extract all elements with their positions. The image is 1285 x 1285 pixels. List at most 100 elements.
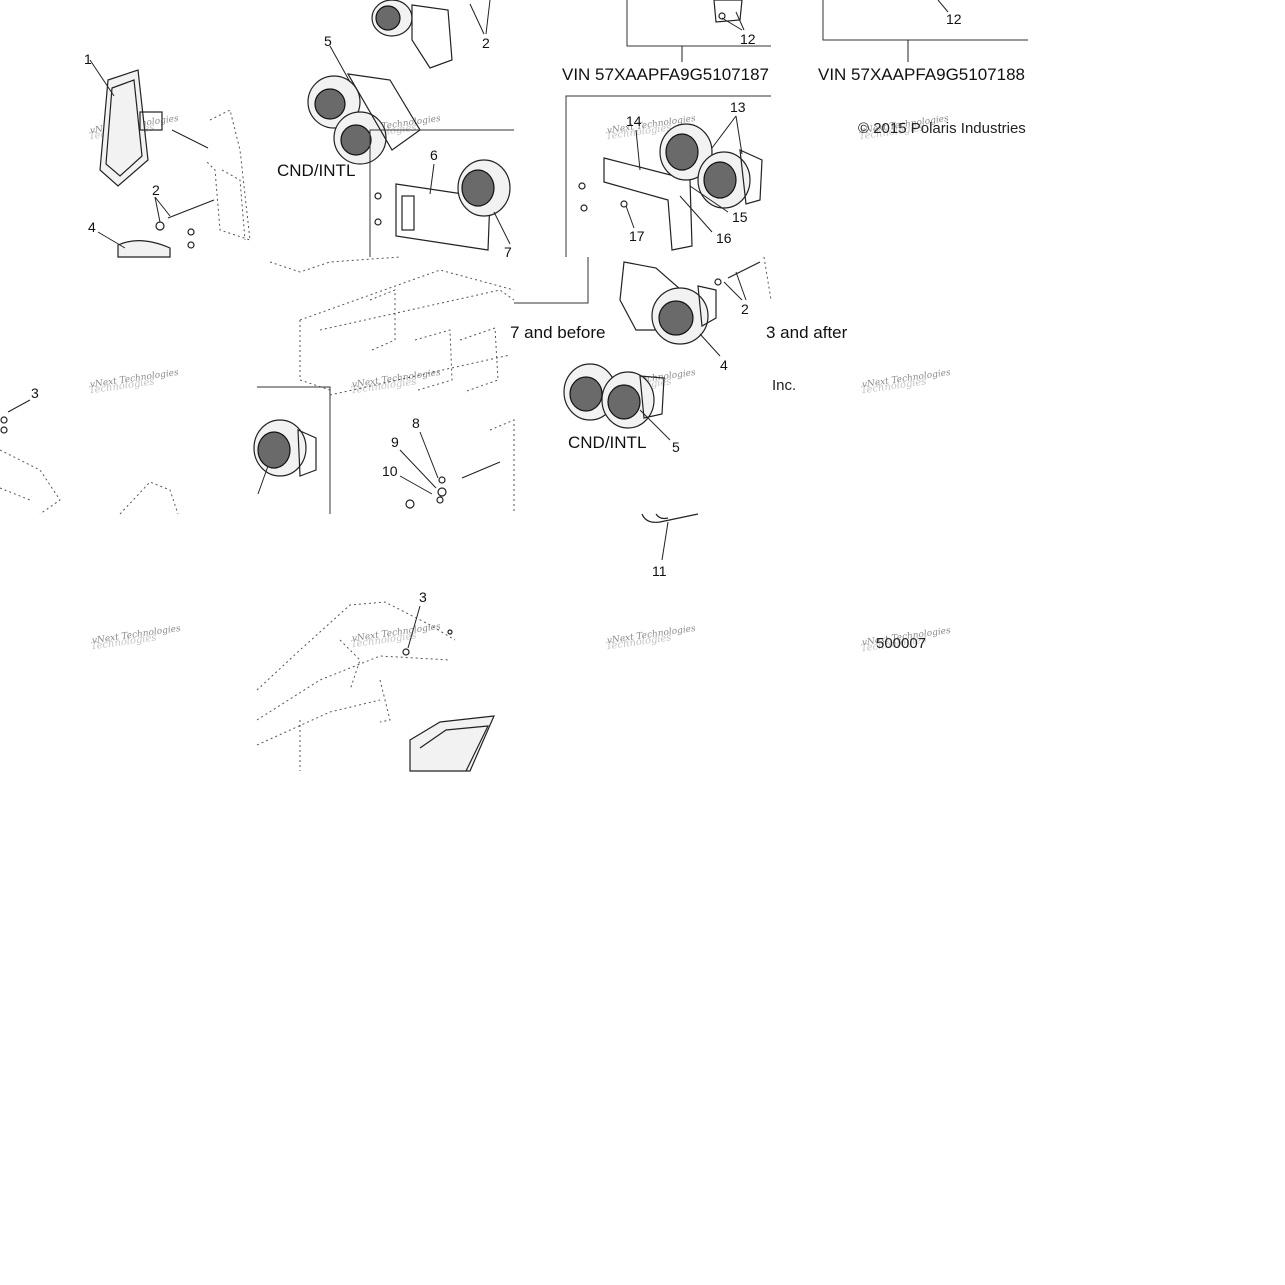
wire-clip-inner: [655, 513, 669, 520]
frame-bracket: [379, 679, 391, 723]
headlight-lens: [257, 431, 291, 469]
callout-4: 4: [720, 357, 728, 373]
callout-2: 2: [741, 301, 749, 317]
headlight-lens: [340, 124, 372, 156]
variant-box: [626, 0, 771, 47]
frame-bracket: [119, 481, 179, 515]
callout-17: 17: [629, 228, 645, 244]
frame-mount: [414, 329, 453, 391]
cnd-intl-label: CND/INTL: [568, 433, 646, 452]
bolt: [461, 461, 501, 479]
tile-frame-assembly: 8 9 10: [253, 256, 515, 514]
callout-5: 5: [324, 33, 332, 49]
headlight-lens: [658, 300, 694, 336]
callout-12: 12: [740, 31, 756, 47]
bolt-head: [438, 476, 446, 484]
washer: [187, 228, 195, 236]
variant-box: [822, 0, 1028, 41]
screw: [402, 648, 410, 656]
screw: [447, 629, 453, 635]
callout-16: 16: [716, 230, 732, 246]
headlight-lens: [703, 161, 737, 199]
headlight-lens: [314, 88, 346, 120]
tile-diagram-number: 500007: [876, 635, 926, 652]
frame-crossmember-2: [319, 289, 515, 331]
callout-15: 15: [732, 209, 748, 225]
tile-headlight-assembly: 2 5 CND/INTL 6 7: [277, 0, 514, 260]
tile-frame-bottom: 3: [256, 589, 495, 772]
frame-rail: [0, 449, 61, 515]
callout-7: 7: [504, 244, 512, 260]
frame-upright: [299, 320, 331, 391]
tile-newer-variant: 3 and after Inc.: [766, 323, 848, 394]
frame-rail-edge: [0, 487, 31, 501]
headlight-bezel-inner: [105, 79, 143, 177]
frame-gusset: [369, 289, 396, 351]
bezel-tab: [139, 111, 163, 131]
nut: [436, 496, 444, 504]
variant-box-bottom: [257, 386, 331, 514]
screw: [578, 182, 586, 190]
callout-14: 14: [626, 113, 642, 129]
headlight-housing: [297, 429, 317, 477]
cnd-intl-label: CND/INTL: [277, 161, 355, 180]
callout-6: 6: [430, 147, 438, 163]
callout-5: 5: [672, 439, 680, 455]
headlight-housing: [697, 285, 717, 327]
frame-post: [489, 419, 515, 514]
tile-vin-187-variant: 12 VIN 57XAAPFA9G5107187 13 14 15 16 17: [562, 0, 771, 257]
frame-tube: [269, 256, 401, 273]
and-before-label: 7 and before: [510, 323, 605, 342]
headlight-bezel-part: [99, 69, 149, 187]
copyright-label: © 2015 Polaris Industries: [858, 120, 1026, 137]
headlight-lens: [665, 133, 699, 171]
wire-clip: [641, 513, 699, 523]
frame-bracket-edge: [221, 169, 246, 241]
headlight-lamp-partial: [117, 240, 171, 258]
callout-2: 2: [482, 35, 490, 51]
nut: [714, 278, 722, 286]
variant-box-edge: [514, 257, 589, 304]
headlight-housing: [639, 375, 665, 419]
callout-3: 3: [419, 589, 427, 605]
variant-box-left: [369, 129, 514, 257]
headlight-bezel-part: [409, 715, 495, 772]
tile-headlight-bezel: 1 2 4: [84, 51, 251, 258]
nut: [187, 241, 195, 249]
tile-older-variant: 7 and before 4 2 5 CND/INTL: [510, 256, 772, 455]
headlight-housing: [411, 4, 453, 69]
headlight-lens: [607, 384, 641, 420]
and-after-label: 3 and after: [766, 323, 848, 342]
tile-clip: 11: [641, 513, 699, 579]
bracket-bottom: [713, 0, 743, 23]
screw: [580, 204, 588, 212]
tile-frame-rail-left: 3: [0, 385, 179, 515]
screw: [374, 218, 382, 226]
bolt: [167, 199, 215, 219]
frame-tube-lower: [256, 655, 451, 721]
callout-13: 13: [730, 99, 746, 115]
screw: [0, 416, 8, 424]
callout-12: 12: [946, 11, 962, 27]
callout-10: 10: [382, 463, 398, 479]
screw: [620, 200, 628, 208]
callout-2: 2: [152, 182, 160, 198]
frame-mount: [459, 327, 499, 393]
callout-11: 11: [652, 563, 667, 579]
diagram-number: 500007: [876, 635, 926, 652]
headlight-lens: [569, 376, 603, 412]
headlight-lens: [461, 169, 495, 207]
screw: [0, 426, 8, 434]
callout-8: 8: [412, 415, 420, 431]
vin-label-1: VIN 57XAAPFA9G5107187: [562, 65, 769, 84]
frame-rail: [329, 354, 511, 396]
nut: [405, 499, 415, 509]
variant-box-right: [565, 95, 771, 257]
headlight-housing: [739, 149, 763, 205]
frame-tube-upper: [256, 601, 456, 691]
screw: [718, 12, 726, 20]
callout-9: 9: [391, 434, 399, 450]
frame-rail: [256, 699, 381, 746]
callout-4: 4: [88, 219, 96, 235]
